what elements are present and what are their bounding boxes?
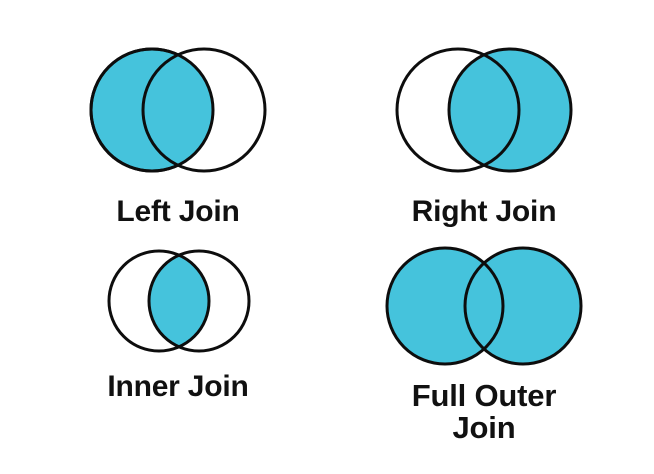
venn-circle-left-outline	[395, 47, 521, 173]
venn-circle-right-outline	[447, 47, 573, 173]
venn-overlap-region	[149, 251, 209, 351]
venn-circle-right-outline	[141, 47, 267, 173]
venn-cell-left-join[interactable]: Left Join	[58, 38, 298, 228]
venn-cell-right-join[interactable]: Right Join	[364, 38, 604, 228]
venn-cell-inner-join[interactable]: Inner Join	[58, 246, 298, 403]
venn-circle-left-outline	[385, 246, 505, 366]
venn-circle-left-outline	[107, 249, 211, 353]
venn-circle-left-outline	[89, 47, 215, 173]
venn-circle-right-outline	[463, 246, 583, 366]
venn-overlap-region	[449, 49, 519, 171]
venn-caption-left-join: Left Join	[116, 195, 240, 228]
venn-figure-full-outer-join	[385, 246, 583, 366]
venn-cell-full-outer-join[interactable]: Full Outer Join	[364, 246, 604, 443]
venn-caption-inner-join: Inner Join	[107, 370, 249, 403]
venn-figure-right-join	[395, 47, 573, 173]
venn-caption-full-outer-join: Full Outer Join	[411, 378, 557, 445]
venn-caption-right-join: Right Join	[411, 195, 557, 228]
venn-overlap-region	[143, 49, 213, 171]
venn-circle-right-outline	[147, 249, 251, 353]
venn-figure-inner-join	[107, 249, 251, 353]
venn-figure-left-join	[89, 47, 267, 173]
